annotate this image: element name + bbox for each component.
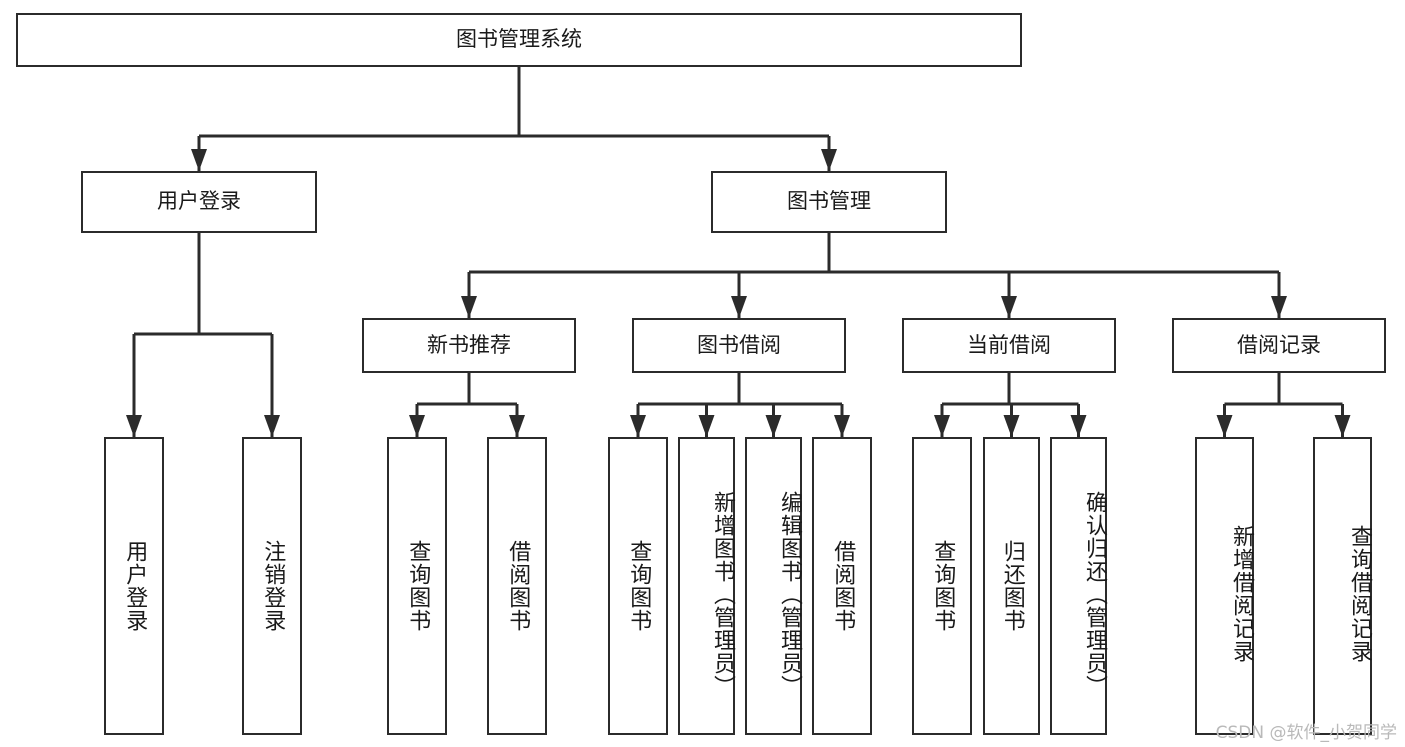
node-leaf-rec-add[interactable]: 新增借阅记录 — [1195, 437, 1254, 735]
node-label: 新书推荐 — [427, 332, 511, 357]
arrowhead-icon — [509, 415, 525, 437]
node-leaf-bo-edit[interactable]: 编辑图书（管理员） — [745, 437, 802, 735]
node-leaf-user-login[interactable]: 用户登录 — [104, 437, 164, 735]
arrowhead-icon — [1070, 415, 1087, 437]
node-newbook[interactable]: 新书推荐 — [362, 318, 576, 373]
node-label: 编辑图书（管理员） — [777, 490, 802, 698]
node-current[interactable]: 当前借阅 — [902, 318, 1116, 373]
node-leaf-rec-query[interactable]: 查询借阅记录 — [1313, 437, 1372, 735]
arrowhead-icon — [630, 415, 646, 437]
node-leaf-bo-add[interactable]: 新增图书（管理员） — [678, 437, 735, 735]
node-login[interactable]: 用户登录 — [81, 171, 317, 233]
node-label: 借阅图书 — [505, 540, 531, 632]
node-label: 新增借阅记录 — [1229, 525, 1254, 663]
node-leaf-bo-borrow[interactable]: 借阅图书 — [812, 437, 872, 735]
arrowhead-icon — [765, 415, 782, 437]
node-leaf-bo-query[interactable]: 查询图书 — [608, 437, 668, 735]
node-label: 确认归还（管理员） — [1082, 490, 1107, 698]
arrowhead-icon — [1003, 415, 1020, 437]
arrowhead-icon — [126, 415, 142, 437]
arrowhead-icon — [1271, 296, 1287, 318]
node-label: 图书管理系统 — [456, 27, 582, 52]
node-bookmgmt[interactable]: 图书管理 — [711, 171, 947, 233]
node-label: 查询图书 — [626, 540, 652, 632]
node-label: 用户登录 — [122, 540, 148, 632]
node-records[interactable]: 借阅记录 — [1172, 318, 1386, 373]
node-label: 图书借阅 — [697, 332, 781, 357]
arrowhead-icon — [731, 296, 747, 318]
node-label: 当前借阅 — [967, 332, 1051, 357]
node-leaf-cur-return[interactable]: 归还图书 — [983, 437, 1040, 735]
arrowhead-icon — [461, 296, 477, 318]
node-label: 借阅图书 — [830, 540, 856, 632]
node-label: 注销登录 — [260, 540, 286, 632]
node-leaf-user-logout[interactable]: 注销登录 — [242, 437, 302, 735]
node-leaf-nb-query[interactable]: 查询图书 — [387, 437, 447, 735]
arrowhead-icon — [834, 415, 850, 437]
arrowhead-icon — [264, 415, 280, 437]
node-label: 归还图书 — [999, 540, 1025, 632]
arrowhead-icon — [1334, 415, 1351, 437]
node-label: 借阅记录 — [1237, 332, 1321, 357]
node-leaf-cur-confirm[interactable]: 确认归还（管理员） — [1050, 437, 1107, 735]
node-root[interactable]: 图书管理系统 — [16, 13, 1022, 67]
node-leaf-nb-borrow[interactable]: 借阅图书 — [487, 437, 547, 735]
node-label: 查询图书 — [930, 540, 956, 632]
node-label: 图书管理 — [787, 189, 871, 214]
arrowhead-icon — [698, 415, 715, 437]
arrowhead-icon — [821, 149, 837, 171]
node-label: 查询借阅记录 — [1347, 525, 1372, 663]
node-borrow[interactable]: 图书借阅 — [632, 318, 846, 373]
node-label: 用户登录 — [157, 189, 241, 214]
arrowhead-icon — [409, 415, 425, 437]
node-label: 新增图书（管理员） — [710, 490, 735, 698]
arrowhead-icon — [1216, 415, 1233, 437]
arrowhead-icon — [934, 415, 950, 437]
arrowhead-icon — [1001, 296, 1017, 318]
watermark-label: CSDN @软件_小贺同学 — [1215, 723, 1397, 743]
arrowhead-icon — [191, 149, 207, 171]
node-leaf-cur-query[interactable]: 查询图书 — [912, 437, 972, 735]
node-label: 查询图书 — [405, 540, 431, 632]
